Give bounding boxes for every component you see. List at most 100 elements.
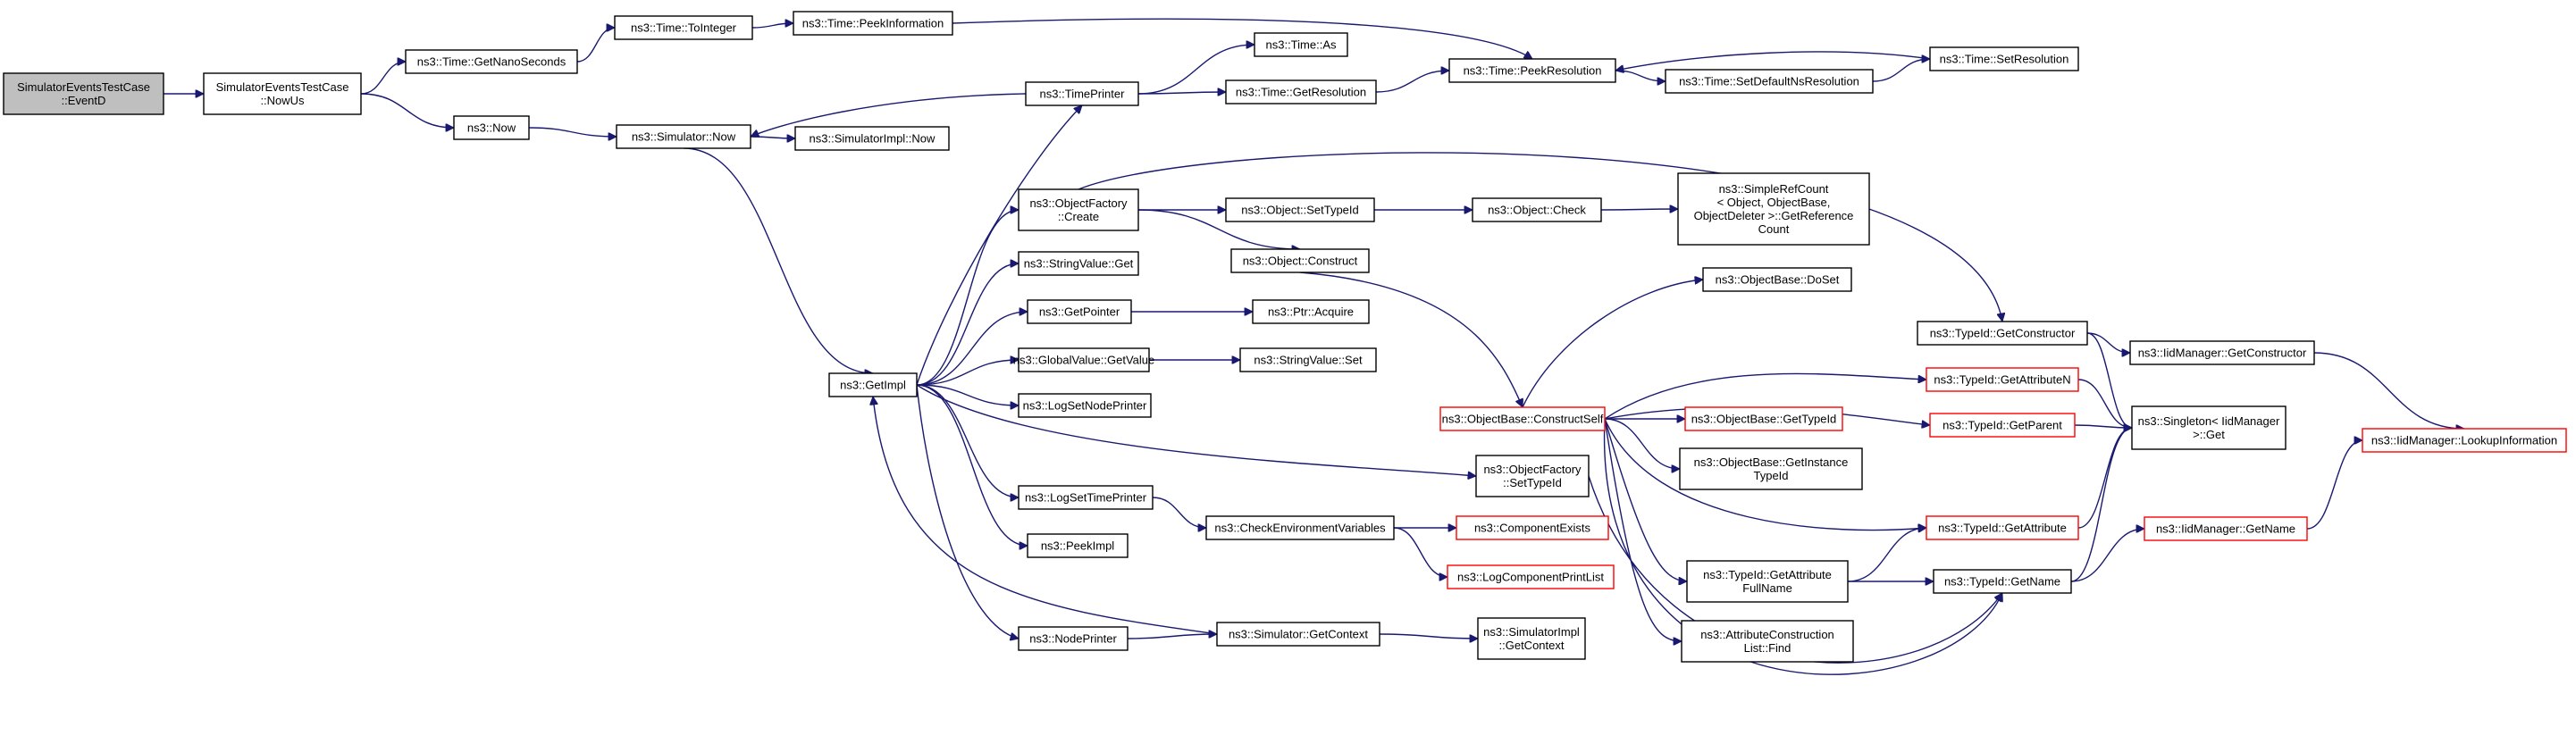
node-timePrinter[interactable]: ns3::TimePrinter: [1025, 81, 1139, 106]
node-label-strSet-0: ns3::StringValue::Set: [1254, 354, 1363, 367]
node-as[interactable]: ns3::Time::As: [1254, 32, 1348, 57]
node-label-peekInfo-0: ns3::Time::PeekInformation: [802, 17, 944, 30]
edge-timePrinter-to-as: [1137, 45, 1254, 95]
node-tidGetAttr[interactable]: ns3::TypeId::GetAttribute: [1926, 515, 2079, 540]
node-now[interactable]: ns3::Now: [453, 115, 530, 140]
node-peekImpl[interactable]: ns3::PeekImpl: [1027, 533, 1129, 558]
edge-setRes-to-peekRes: [1615, 51, 1931, 71]
edge-ofCreate-to-objConstruct: [1137, 209, 1300, 249]
node-box-nowUs: [203, 72, 362, 115]
node-label-getNano-0: ns3::Time::GetNanoSeconds: [417, 55, 566, 69]
node-toInt[interactable]: ns3::Time::ToInteger: [614, 15, 753, 40]
node-box-getImpl: [828, 372, 918, 397]
node-implNow[interactable]: ns3::SimulatorImpl::Now: [794, 126, 950, 151]
node-evD[interactable]: SimulatorEventsTestCase::EventD: [3, 72, 164, 115]
node-label-tidGetAttr-0: ns3::TypeId::GetAttribute: [1938, 522, 2067, 535]
node-label-setDef-0: ns3::Time::SetDefaultNsResolution: [1679, 75, 1859, 88]
node-iidGetName[interactable]: ns3::IidManager::GetName: [2144, 516, 2308, 541]
edge-constructSelf-to-obGetInst: [1604, 418, 1680, 469]
node-gvGet[interactable]: ns3::GlobalValue::GetValue: [1013, 347, 1155, 372]
node-label-tidGetName-0: ns3::TypeId::GetName: [1944, 575, 2060, 589]
node-strSet[interactable]: ns3::StringValue::Set: [1239, 347, 1377, 372]
node-setRes[interactable]: ns3::Time::SetResolution: [1929, 46, 2079, 71]
node-box-gvGet: [1018, 347, 1150, 372]
node-getNano[interactable]: ns3::Time::GetNanoSeconds: [405, 49, 578, 74]
node-label-simCtx-0: ns3::Simulator::GetContext: [1229, 628, 1368, 641]
node-label-ofSetTid-0: ns3::ObjectFactory: [1483, 463, 1582, 476]
node-compExists[interactable]: ns3::ComponentExists: [1456, 515, 1609, 540]
edge-constructSelf-to-tidGetAttrN: [1604, 372, 1926, 420]
node-setDef[interactable]: ns3::Time::SetDefaultNsResolution: [1665, 69, 1874, 94]
node-acquire[interactable]: ns3::Ptr::Acquire: [1252, 299, 1370, 324]
node-box-strSet: [1239, 347, 1377, 372]
node-strGet[interactable]: ns3::StringValue::Get: [1018, 251, 1139, 276]
node-logCompList[interactable]: ns3::LogComponentPrintList: [1447, 564, 1615, 589]
node-constructSelf[interactable]: ns3::ObjectBase::ConstructSelf: [1439, 406, 1606, 431]
node-box-evD: [3, 72, 164, 115]
node-nowUs[interactable]: SimulatorEventsTestCase::NowUs: [203, 72, 362, 115]
edge-constructSelf-to-acList: [1604, 418, 1682, 641]
node-getPtr[interactable]: ns3::GetPointer: [1027, 299, 1132, 324]
node-box-getRes: [1225, 79, 1377, 104]
node-tidGetAttrN[interactable]: ns3::TypeId::GetAttributeN: [1926, 367, 2079, 392]
node-label-acList-1: List::Find: [1744, 641, 1791, 655]
node-singleton[interactable]: ns3::Singleton< IidManager>::Get: [2131, 405, 2287, 450]
node-simImplCtx[interactable]: ns3::SimulatorImpl::GetContext: [1477, 617, 1586, 660]
node-label-getRes-0: ns3::Time::GetResolution: [1236, 86, 1366, 99]
node-obGetTid[interactable]: ns3::ObjectBase::GetTypeId: [1684, 406, 1843, 431]
node-nodePrinter[interactable]: ns3::NodePrinter: [1018, 626, 1129, 651]
node-ofSetTid[interactable]: ns3::ObjectFactory::SetTypeId: [1475, 455, 1590, 497]
node-peekRes[interactable]: ns3::Time::PeekResolution: [1448, 58, 1616, 83]
node-getImpl[interactable]: ns3::GetImpl: [828, 372, 918, 397]
edge-setDef-to-setRes: [1872, 59, 1930, 82]
node-label-iidLookup-0: ns3::IidManager::LookupInformation: [2371, 434, 2557, 447]
node-simCtx[interactable]: ns3::Simulator::GetContext: [1216, 622, 1380, 647]
node-label-gvGet-0: ns3::GlobalValue::GetValue: [1013, 354, 1155, 367]
node-checkEnv[interactable]: ns3::CheckEnvironmentVariables: [1205, 515, 1395, 540]
node-label-iidGetName-0: ns3::IidManager::GetName: [2156, 522, 2295, 536]
node-label-nowUs-0: SimulatorEventsTestCase: [216, 80, 349, 94]
node-box-srcGet: [1677, 172, 1870, 246]
edge-now-to-simNow: [528, 127, 617, 137]
node-iidGetCtor[interactable]: ns3::IidManager::GetConstructor: [2129, 340, 2315, 365]
node-logTime[interactable]: ns3::LogSetTimePrinter: [1018, 485, 1154, 510]
edge-getImpl-to-gvGet: [916, 360, 1019, 386]
node-box-tidGetName: [1933, 569, 2072, 594]
edge-iidGetName-to-iidLookup: [2306, 440, 2362, 530]
node-objConstruct[interactable]: ns3::Object::Construct: [1230, 248, 1370, 273]
edge-getNano-to-toInt: [576, 28, 615, 63]
node-label-obGetInst-0: ns3::ObjectBase::GetInstance: [1694, 455, 1849, 469]
node-label-simImplCtx-0: ns3::SimulatorImpl: [1483, 625, 1580, 639]
edge-tidGetName-to-iidGetName: [2070, 529, 2144, 582]
node-label-logTime-0: ns3::LogSetTimePrinter: [1025, 491, 1147, 505]
edge-objCheck-to-srcGet: [1600, 209, 1678, 210]
node-label-objConstruct-0: ns3::Object::Construct: [1243, 255, 1358, 268]
node-label-singleton-0: ns3::Singleton< IidManager: [2138, 414, 2280, 428]
node-tidGetName[interactable]: ns3::TypeId::GetName: [1933, 569, 2072, 594]
node-peekInfo[interactable]: ns3::Time::PeekInformation: [793, 11, 953, 36]
node-label-setRes-0: ns3::Time::SetResolution: [1940, 53, 2069, 66]
node-box-acList: [1681, 620, 1854, 663]
node-ofCreate[interactable]: ns3::ObjectFactory::Create: [1018, 188, 1139, 231]
node-getRes[interactable]: ns3::Time::GetResolution: [1225, 79, 1377, 104]
node-tidGetCtor[interactable]: ns3::TypeId::GetConstructor: [1917, 321, 2088, 346]
node-iidLookup[interactable]: ns3::IidManager::LookupInformation: [2362, 428, 2567, 453]
edge-simNow-to-implNow: [750, 137, 795, 138]
node-box-objCheck: [1472, 197, 1602, 222]
node-doSet[interactable]: ns3::ObjectBase::DoSet: [1702, 267, 1852, 292]
node-tidGetParent[interactable]: ns3::TypeId::GetParent: [1929, 413, 2076, 438]
node-logNode[interactable]: ns3::LogSetNodePrinter: [1018, 393, 1152, 418]
node-simNow[interactable]: ns3::Simulator::Now: [616, 124, 751, 149]
node-label-now-0: ns3::Now: [467, 121, 516, 135]
node-box-getPtr: [1027, 299, 1132, 324]
node-label-simImplCtx-1: ::GetContext: [1499, 639, 1565, 652]
node-setTid[interactable]: ns3::Object::SetTypeId: [1225, 197, 1375, 222]
node-objCheck[interactable]: ns3::Object::Check: [1472, 197, 1602, 222]
node-box-tidGetAttrN: [1926, 367, 2079, 392]
node-box-toInt: [614, 15, 753, 40]
node-srcGet[interactable]: ns3::SimpleRefCount< Object, ObjectBase,…: [1677, 172, 1870, 246]
node-label-timePrinter-0: ns3::TimePrinter: [1040, 88, 1126, 101]
